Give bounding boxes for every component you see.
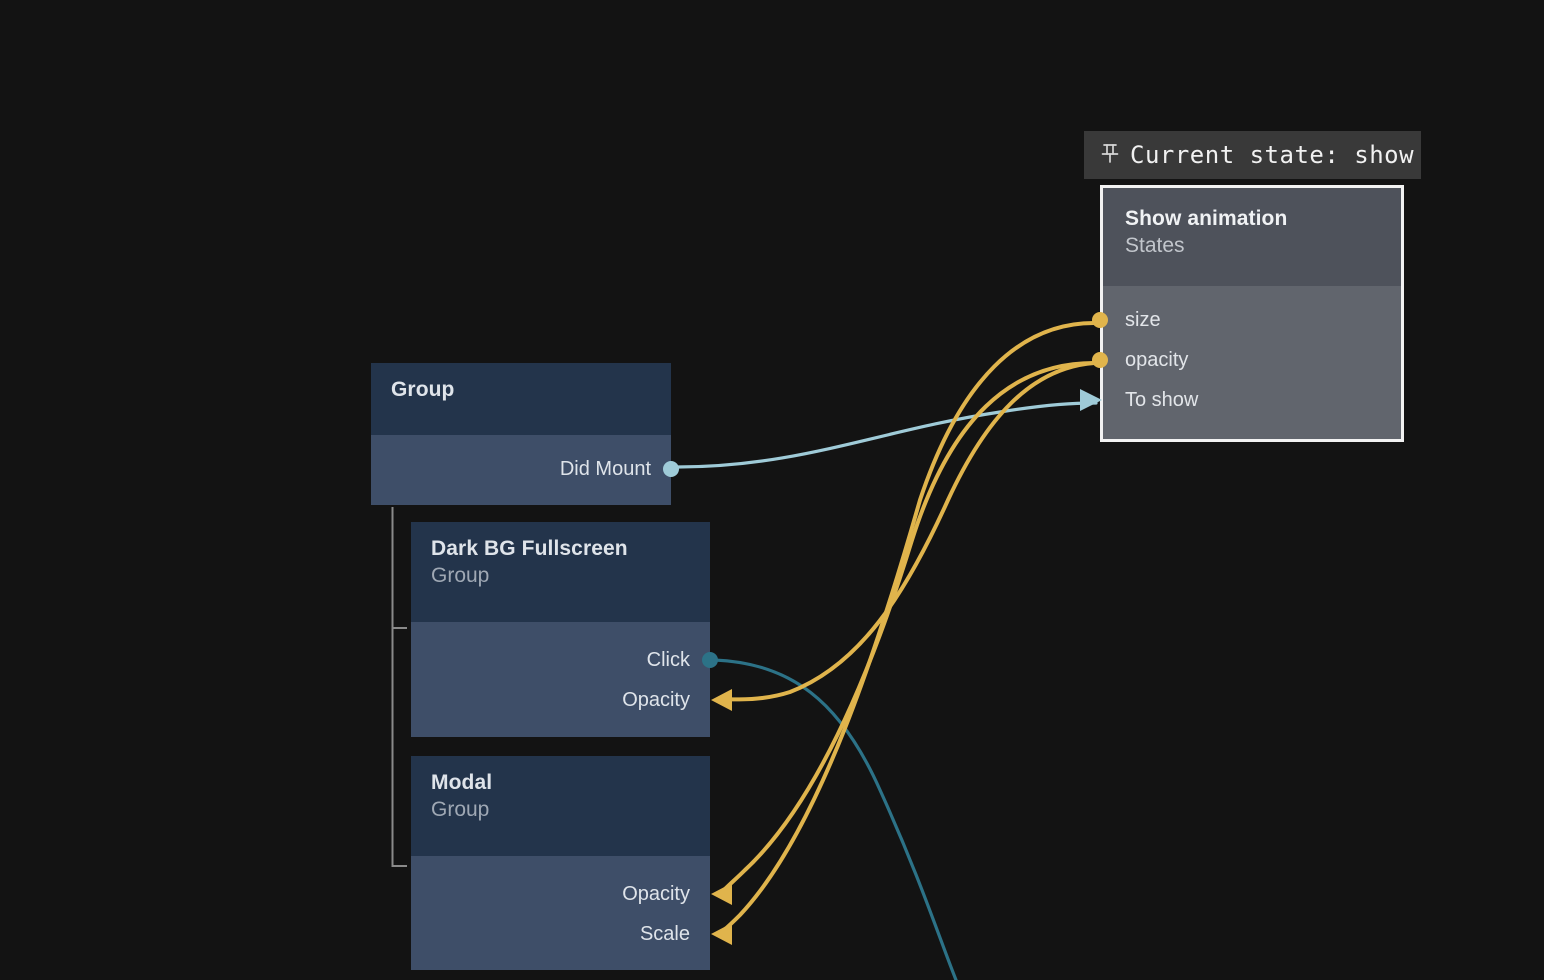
node-dark-bg-fullscreen-header: Dark BG Fullscreen Group — [411, 522, 710, 622]
node-group-body: Did Mount — [371, 435, 679, 505]
port-label-darkbg-opacity: Opacity — [622, 689, 690, 711]
port-row-click[interactable]: Click — [411, 640, 718, 680]
port-arrow-modal-scale[interactable] — [711, 923, 732, 945]
node-modal-body: Opacity Scale — [411, 856, 732, 970]
pin-icon — [1100, 142, 1120, 169]
node-dark-bg-fullscreen-title: Dark BG Fullscreen — [431, 537, 628, 560]
port-label-modal-opacity: Opacity — [622, 883, 690, 905]
port-row-modal-opacity[interactable]: Opacity — [411, 874, 732, 914]
node-modal-header: Modal Group — [411, 756, 710, 856]
node-modal[interactable]: Modal Group Opacity Scale — [411, 756, 732, 970]
port-dot-size[interactable] — [1092, 312, 1108, 328]
port-row-modal-scale[interactable]: Scale — [411, 914, 732, 954]
port-row-size[interactable]: size — [1092, 300, 1401, 340]
node-modal-subtitle: Group — [431, 798, 490, 821]
port-label-modal-scale: Scale — [639, 923, 690, 945]
edge-opacity-to-modal-opacity — [722, 361, 1096, 892]
node-show-animation-body: size opacity To show — [1080, 286, 1401, 439]
node-modal-title: Modal — [431, 771, 493, 794]
port-label-click: Click — [646, 649, 690, 671]
port-dot-did-mount[interactable] — [663, 461, 679, 477]
port-label-opacity: opacity — [1125, 349, 1189, 371]
port-label-did-mount: Did Mount — [559, 458, 651, 480]
node-group-header: Group — [371, 363, 671, 435]
port-row-opacity[interactable]: opacity — [1092, 340, 1401, 380]
port-dot-click[interactable] — [702, 652, 718, 668]
node-dark-bg-fullscreen[interactable]: Dark BG Fullscreen Group Click Opacity — [411, 522, 732, 737]
port-dot-opacity[interactable] — [1092, 352, 1108, 368]
port-row-to-show[interactable]: To show — [1080, 380, 1401, 420]
node-dark-bg-fullscreen-subtitle: Group — [431, 564, 490, 587]
node-show-animation-title: Show animation — [1125, 207, 1288, 230]
edge-click-outgoing — [712, 658, 958, 980]
node-dark-bg-fullscreen-body: Click Opacity — [411, 622, 732, 737]
port-arrow-to-show[interactable] — [1080, 389, 1102, 411]
node-show-animation-subtitle: States — [1125, 234, 1185, 257]
node-group-title: Group — [391, 378, 455, 401]
port-row-darkbg-opacity[interactable]: Opacity — [411, 680, 732, 720]
port-arrow-modal-opacity[interactable] — [711, 883, 732, 905]
edge-did-mount-to-show — [676, 401, 1098, 469]
node-group[interactable]: Group Did Mount — [371, 363, 679, 505]
node-show-animation[interactable]: Show animation States size opacity To sh… — [1080, 185, 1404, 442]
port-arrow-darkbg-opacity[interactable] — [711, 689, 732, 711]
port-label-size: size — [1125, 309, 1161, 331]
current-state-tooltip[interactable]: Current state: show — [1084, 131, 1421, 179]
edge-size-to-modal-scale — [722, 321, 1096, 932]
port-label-to-show: To show — [1125, 389, 1199, 411]
port-row-did-mount[interactable]: Did Mount — [371, 449, 679, 489]
current-state-text: Current state: show — [1130, 141, 1415, 169]
edge-opacity-to-darkbg-opacity — [724, 361, 1096, 702]
node-show-animation-header: Show animation States — [1103, 188, 1401, 286]
